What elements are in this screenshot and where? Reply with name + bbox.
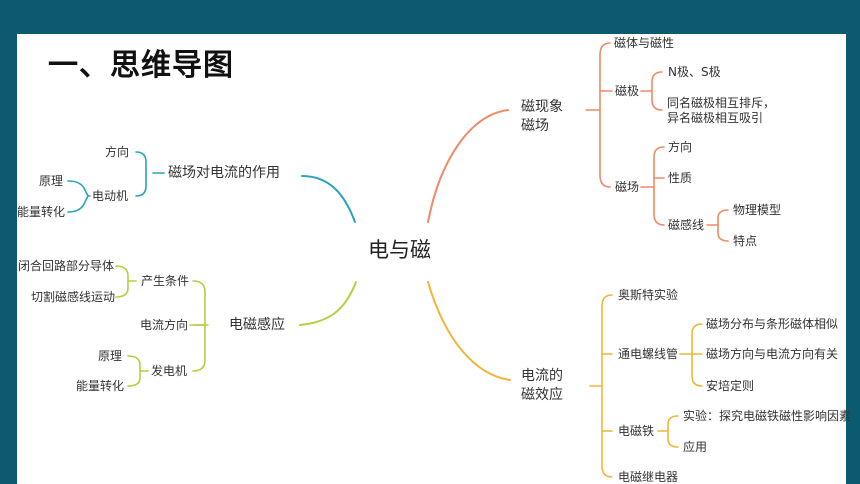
connector-magnetism: [427, 109, 509, 223]
node-force-direction: 方向: [105, 145, 130, 159]
node-closed-circuit: 闭合回路部分导体: [18, 259, 115, 273]
slide-canvas: [17, 34, 846, 484]
node-field-lines-features: 特点: [733, 234, 758, 248]
node-solenoid-field: 磁场分布与条形磁体相似: [706, 317, 839, 331]
branch-induction: 电磁感应: [229, 317, 285, 333]
node-electromagnet: 电磁铁: [618, 424, 655, 438]
branch-magnetism-line1: 磁现象: [521, 99, 563, 115]
node-relay: 电磁继电器: [618, 470, 679, 484]
node-poles-ns: N极、S极: [668, 65, 721, 79]
node-field-nature: 性质: [668, 171, 693, 185]
branch-force: 磁场对电流的作用: [168, 165, 280, 181]
node-field: 磁场: [615, 180, 640, 194]
node-poles-rule-2: 异名磁极相互吸引: [667, 111, 764, 125]
node-field-direction: 方向: [668, 140, 693, 154]
node-electromagnet-experiment: 实验：探究电磁铁磁性影响因素: [683, 409, 852, 423]
node-current-direction: 电流方向: [140, 318, 189, 332]
node-conditions: 产生条件: [141, 274, 190, 288]
connector-force: [301, 175, 356, 223]
connector-induction: [299, 281, 357, 326]
node-motor-energy: 能量转化: [17, 205, 66, 219]
slide-title: 一、思维导图: [48, 48, 234, 83]
node-field-lines: 磁感线: [668, 218, 705, 232]
node-oersted: 奥斯特实验: [618, 288, 679, 302]
branch-current-magnetic-line1: 电流的: [521, 368, 563, 384]
branch-magnetism-line2: 磁场: [521, 118, 549, 134]
mindmap-connectors: [67, 42, 729, 478]
node-solenoid-direction: 磁场方向与电流方向有关: [706, 347, 839, 361]
branch-current-magnetic-line2: 磁效应: [521, 387, 563, 403]
node-generator-principle: 原理: [98, 349, 123, 363]
node-magnet-body: 磁体与磁性: [614, 36, 675, 50]
center-node: 电与磁: [368, 238, 431, 262]
node-poles: 磁极: [615, 84, 640, 98]
node-motor-principle: 原理: [39, 174, 64, 188]
connector-current-magnetic: [427, 281, 511, 381]
node-ampere: 安培定则: [706, 379, 755, 393]
node-generator-energy: 能量转化: [76, 379, 125, 393]
node-generator: 发电机: [151, 364, 188, 378]
node-poles-rule-1: 同名磁极相互排斥，: [667, 96, 776, 110]
node-field-lines-model: 物理模型: [733, 203, 782, 217]
node-electromagnet-application: 应用: [683, 440, 708, 454]
node-motor: 电动机: [92, 189, 129, 203]
node-cutting: 切割磁感线运动: [31, 290, 116, 304]
node-solenoid: 通电螺线管: [618, 347, 679, 361]
